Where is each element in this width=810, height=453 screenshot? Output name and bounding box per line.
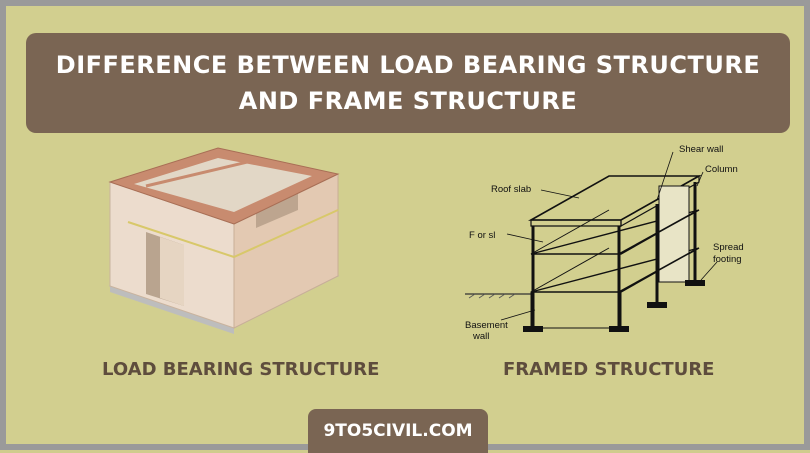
footing-2 — [609, 326, 629, 332]
left-caption: LOAD BEARING STRUCTURE — [102, 359, 380, 380]
site-badge[interactable]: 9TO5CIVIL.COM — [308, 409, 488, 453]
footing-3 — [647, 302, 667, 308]
label-column: Column — [705, 164, 738, 175]
lintel-band-right — [233, 209, 339, 258]
wall-top-inner — [134, 158, 312, 212]
label-floor-slab: F or sl — [469, 230, 495, 241]
title-banner: DIFFERENCE BETWEEN LOAD BEARING STRUCTUR… — [26, 33, 790, 133]
load-bearing-house-illustration — [108, 147, 340, 334]
label-shear-wall: Shear wall — [679, 144, 723, 155]
page-title: DIFFERENCE BETWEEN LOAD BEARING STRUCTUR… — [55, 51, 761, 115]
shear-wall — [658, 185, 690, 283]
label-spread: Spread — [713, 242, 744, 253]
label-wall: wall — [472, 331, 489, 342]
right-caption: FRAMED STRUCTURE — [503, 359, 715, 380]
label-roof-slab: Roof slab — [491, 184, 531, 195]
lintel-band-left — [127, 221, 235, 258]
site-name: 9TO5CIVIL.COM — [323, 421, 473, 441]
roof-beam — [145, 158, 257, 188]
footing-4 — [685, 280, 705, 286]
ground-slab-front — [110, 286, 234, 334]
label-basement: Basement — [465, 320, 508, 331]
basement-wall — [530, 291, 622, 329]
label-footing: footing — [713, 254, 742, 265]
framed-structure-diagram: Shear wall Column Roof slab F or sl Spre… — [465, 144, 744, 342]
footing-1 — [523, 326, 543, 332]
door-inner — [160, 237, 184, 306]
